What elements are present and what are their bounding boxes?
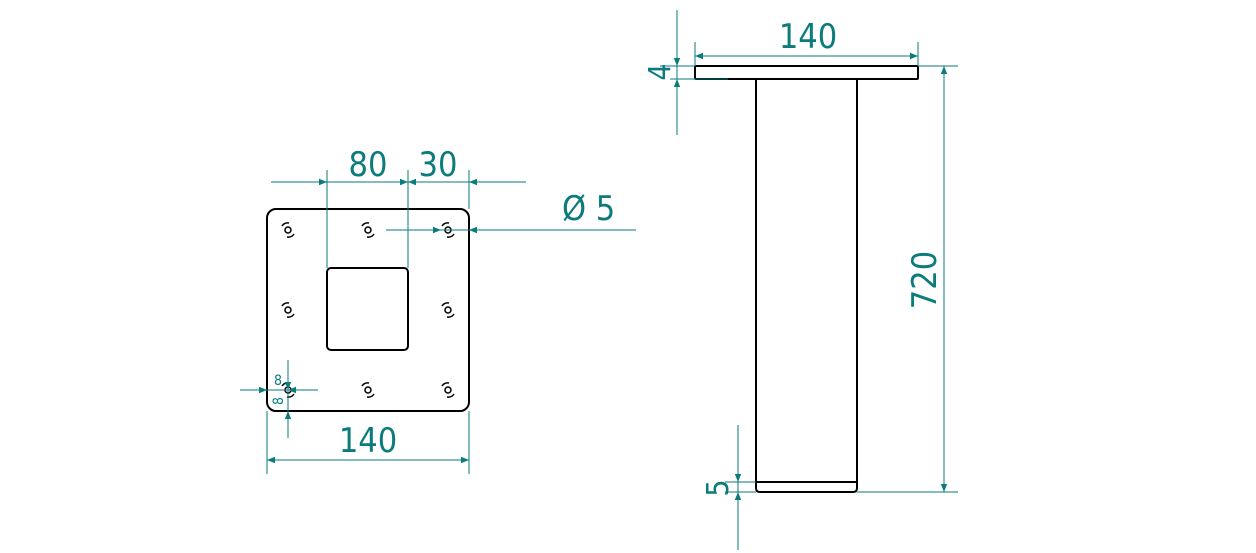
dim-label-flange-140: 140 — [779, 17, 837, 57]
top-view: 80 30 Ø 5 140 8 8 — [240, 145, 636, 474]
hole — [441, 382, 455, 398]
dimension-80-30: 80 30 — [271, 145, 526, 268]
dim-label-8-x: 8 — [274, 373, 282, 389]
tube-opening — [326, 267, 409, 351]
hole — [361, 222, 375, 238]
dimension-hole-diameter: Ø 5 — [386, 189, 636, 234]
dimension-hole-offset: 8 8 — [240, 360, 318, 438]
dim-label-4: 4 — [643, 63, 678, 80]
dimension-5: 5 — [701, 425, 756, 550]
dim-label-5: 5 — [701, 479, 736, 496]
dimension-720: 720 — [857, 65, 958, 493]
side-view: 140 4 720 5 — [643, 10, 958, 550]
hole — [281, 302, 295, 318]
dim-label-720: 720 — [905, 251, 945, 309]
dim-label-140: 140 — [339, 421, 397, 461]
base-plate-outline — [266, 208, 470, 412]
hole — [281, 222, 295, 238]
hole — [441, 302, 455, 318]
dim-label-80: 80 — [349, 145, 388, 185]
dimension-140-plate: 140 — [266, 411, 470, 474]
dim-label-diameter: Ø 5 — [562, 189, 615, 229]
dimension-140-flange: 140 — [694, 17, 919, 66]
tube-outline — [755, 79, 858, 493]
dim-label-30: 30 — [419, 145, 458, 185]
dimension-4: 4 — [643, 10, 728, 135]
hole — [361, 382, 375, 398]
mounting-holes — [281, 222, 455, 398]
flange-outline — [694, 65, 919, 80]
dim-label-8-y: 8 — [271, 397, 287, 405]
